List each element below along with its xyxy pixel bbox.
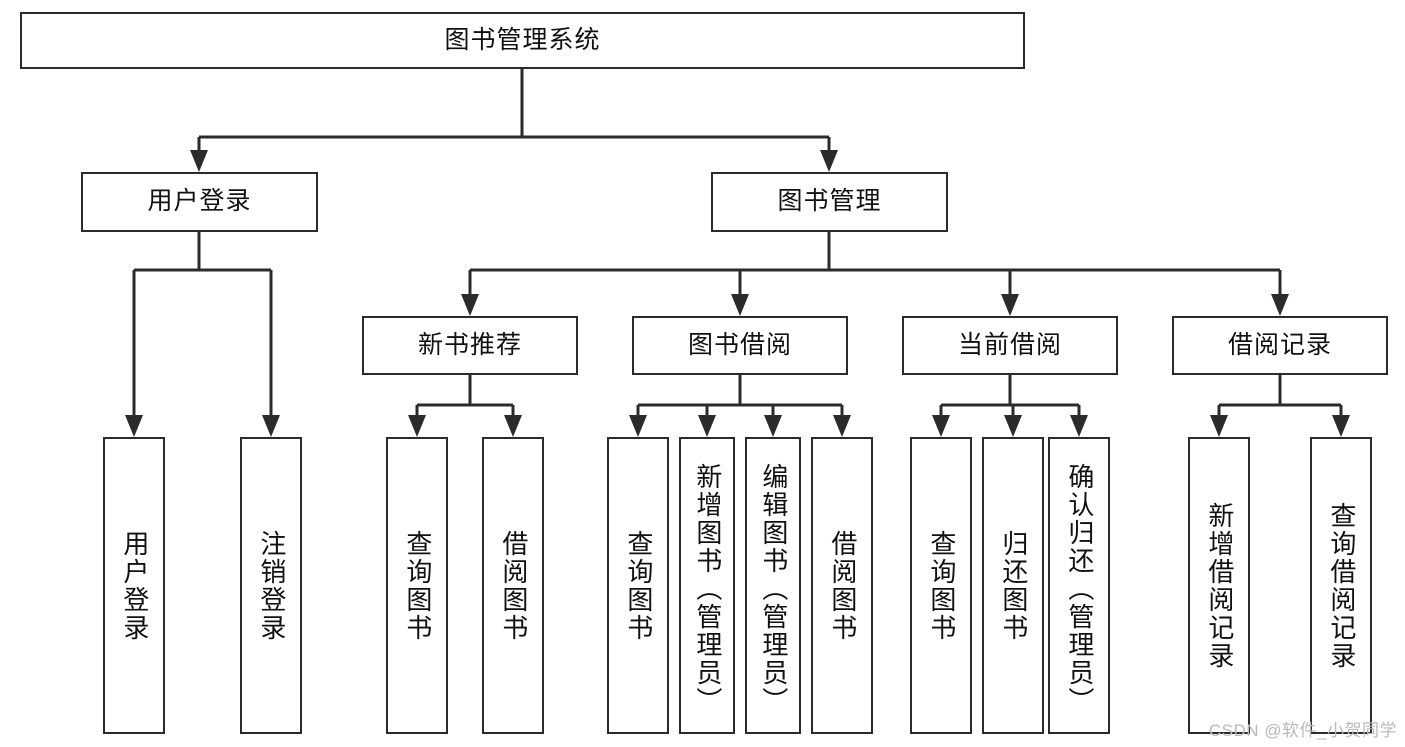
leaf-query-borrow-record-label: 查询借阅记录 <box>1326 501 1357 670</box>
arrowhead-g3-l3 <box>1070 415 1088 437</box>
arrowhead-login-l1 <box>125 415 143 437</box>
node-new-book-recommend-label: 新书推荐 <box>417 330 522 359</box>
leaf-borrow-book-recommend-label: 借阅图书 <box>498 529 529 642</box>
leaf-query-book-current[interactable]: 查询图书 <box>910 437 972 734</box>
node-book-borrow-label: 图书借阅 <box>687 330 792 359</box>
arrowhead-g2-l3 <box>764 415 782 437</box>
node-book-borrow[interactable]: 图书借阅 <box>632 316 848 375</box>
node-new-book-recommend[interactable]: 新书推荐 <box>362 316 578 375</box>
leaf-logout-label: 注销登录 <box>256 529 287 642</box>
arrowhead-root-right <box>820 150 838 172</box>
arrowhead-g2-l2 <box>698 415 716 437</box>
leaf-logout[interactable]: 注销登录 <box>240 437 302 734</box>
leaf-edit-book-admin-label: 编辑图书（管理员） <box>758 462 789 715</box>
node-borrow-record[interactable]: 借阅记录 <box>1172 316 1388 375</box>
node-book-management-label: 图书管理 <box>777 187 882 216</box>
leaf-edit-book-admin[interactable]: 编辑图书（管理员） <box>745 437 801 734</box>
arrowhead-book-c3 <box>1001 294 1019 316</box>
arrowhead-login-l2 <box>262 415 280 437</box>
leaf-query-book-borrow[interactable]: 查询图书 <box>607 437 669 734</box>
leaf-add-borrow-record-label: 新增借阅记录 <box>1204 501 1235 670</box>
arrowheads <box>125 150 1350 437</box>
leaf-user-login-label: 用户登录 <box>119 529 150 642</box>
arrowhead-root-left <box>190 150 208 172</box>
node-root[interactable]: 图书管理系统 <box>20 12 1025 69</box>
node-current-borrow[interactable]: 当前借阅 <box>902 316 1118 375</box>
leaf-borrow-book-recommend[interactable]: 借阅图书 <box>482 437 544 734</box>
node-user-login[interactable]: 用户登录 <box>81 172 318 232</box>
leaf-confirm-return-admin-label: 确认归还（管理员） <box>1064 462 1095 715</box>
leaf-add-borrow-record[interactable]: 新增借阅记录 <box>1188 437 1250 734</box>
arrowhead-g3-l2 <box>1004 415 1022 437</box>
leaf-add-book-admin[interactable]: 新增图书（管理员） <box>679 437 735 734</box>
leaf-query-book-recommend-label: 查询图书 <box>402 529 433 642</box>
arrowhead-g2-l1 <box>629 415 647 437</box>
arrowhead-g1-l1 <box>408 415 426 437</box>
node-book-management[interactable]: 图书管理 <box>711 172 948 232</box>
arrowhead-book-c4 <box>1271 294 1289 316</box>
leaf-query-borrow-record[interactable]: 查询借阅记录 <box>1310 437 1372 734</box>
leaf-query-book-recommend[interactable]: 查询图书 <box>386 437 448 734</box>
arrowhead-g4-l1 <box>1210 415 1228 437</box>
arrowhead-book-c1 <box>461 294 479 316</box>
node-current-borrow-label: 当前借阅 <box>957 330 1062 359</box>
leaf-query-book-current-label: 查询图书 <box>926 529 957 642</box>
node-root-label: 图书管理系统 <box>444 25 601 54</box>
arrowhead-g1-l2 <box>504 415 522 437</box>
leaf-return-book[interactable]: 归还图书 <box>982 437 1044 734</box>
leaf-confirm-return-admin[interactable]: 确认归还（管理员） <box>1048 437 1110 734</box>
arrowhead-g4-l2 <box>1332 415 1350 437</box>
arrowhead-g2-l4 <box>833 415 851 437</box>
arrowhead-book-c2 <box>731 294 749 316</box>
leaf-return-book-label: 归还图书 <box>998 529 1029 642</box>
node-borrow-record-label: 借阅记录 <box>1227 330 1332 359</box>
leaf-user-login[interactable]: 用户登录 <box>103 437 165 734</box>
leaf-add-book-admin-label: 新增图书（管理员） <box>692 462 723 715</box>
node-user-login-label: 用户登录 <box>147 187 252 216</box>
watermark-text: CSDN @软件_小贺同学 <box>1208 721 1397 740</box>
arrowhead-g3-l1 <box>932 415 950 437</box>
leaf-borrow-book[interactable]: 借阅图书 <box>811 437 873 734</box>
leaf-query-book-borrow-label: 查询图书 <box>623 529 654 642</box>
leaf-borrow-book-label: 借阅图书 <box>827 529 858 642</box>
